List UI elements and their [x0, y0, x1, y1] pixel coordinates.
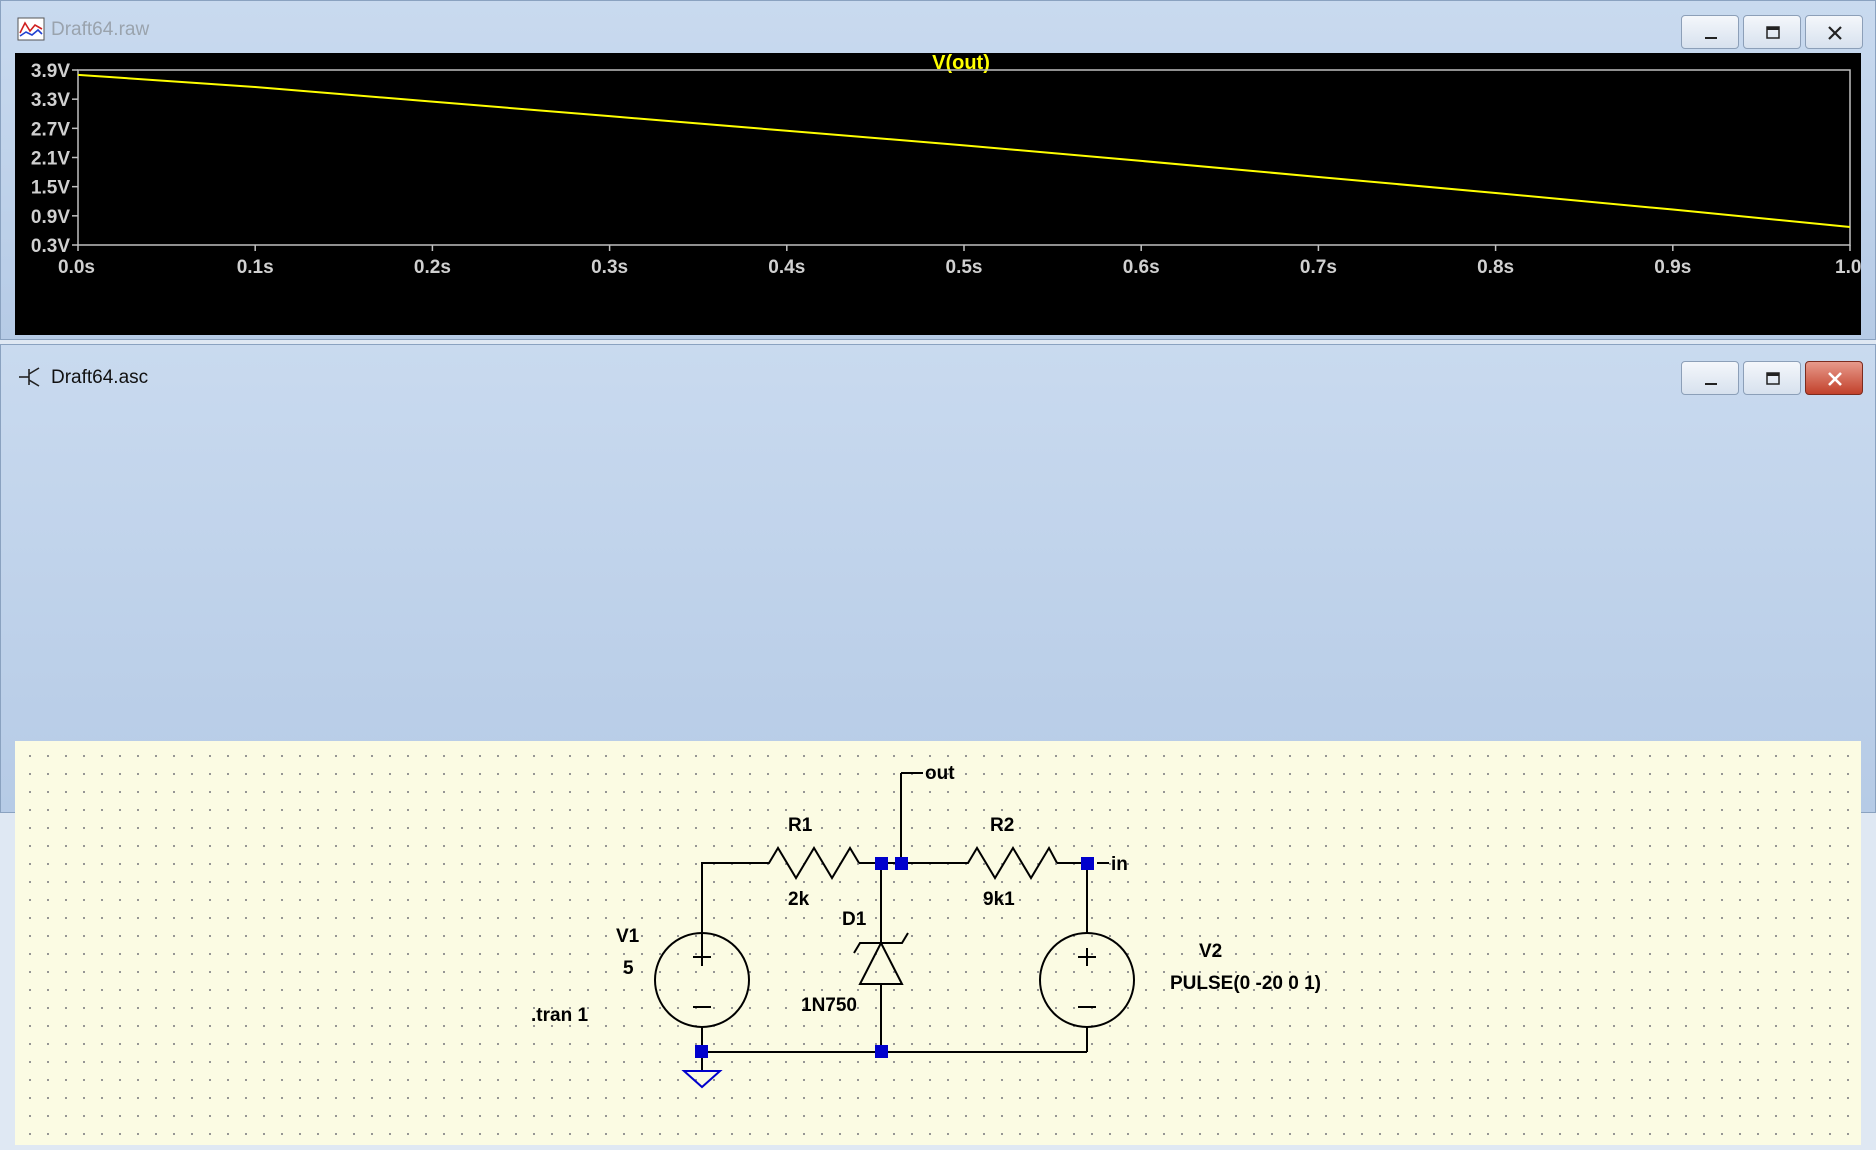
y-tick-label: 2.7V	[31, 119, 70, 140]
series-layer	[77, 73, 1851, 229]
maximize-button[interactable]	[1743, 15, 1801, 49]
maximize-icon	[1766, 26, 1780, 39]
waveform-plot-area[interactable]: V(out) 3.9V 3.3V 2.7V 2.1V 1.5V 0.9V 0.3V 0.0s…	[15, 52, 1872, 335]
close-button[interactable]	[1805, 15, 1863, 49]
close-button[interactable]	[1805, 361, 1863, 395]
r2-name[interactable]: R2	[990, 815, 1014, 836]
junction[interactable]	[1081, 857, 1094, 870]
junction[interactable]	[875, 857, 888, 870]
spice-directive[interactable]: .tran 1	[531, 1005, 588, 1026]
schematic-window: Draft64.asc	[0, 344, 1876, 1145]
y-tick-label: 0.9V	[31, 207, 70, 228]
r2-value[interactable]: 9k1	[983, 889, 1015, 910]
maximize-icon	[1766, 372, 1780, 385]
v2-value[interactable]: PULSE(0 -20 0 1)	[1170, 973, 1321, 994]
zener-diode-d1[interactable]	[853, 931, 909, 985]
x-tick-label: 1.0s	[1835, 257, 1861, 278]
window-title: Draft64.asc	[51, 367, 149, 388]
plot-frame	[77, 69, 1851, 246]
x-tick-label: 0.9s	[1654, 257, 1691, 278]
d1-value[interactable]: 1N750	[801, 995, 857, 1016]
voltage-source-v1[interactable]	[654, 910, 750, 1028]
series-line[interactable]	[77, 73, 1851, 229]
resistor-r1[interactable]	[760, 846, 860, 880]
junction[interactable]	[875, 1045, 888, 1058]
y-tick-label: 3.9V	[31, 61, 70, 82]
y-tick-label: 3.3V	[31, 90, 70, 111]
x-tick-label: 0.5s	[946, 257, 983, 278]
chart-title[interactable]: V(out)	[932, 52, 990, 74]
x-tick-label: 0.2s	[414, 257, 451, 278]
v2-name[interactable]: V2	[1199, 941, 1222, 962]
r1-name[interactable]: R1	[788, 815, 813, 836]
maximize-button[interactable]	[1743, 361, 1801, 395]
junction[interactable]	[695, 1045, 708, 1058]
y-tick-label: 2.1V	[31, 149, 70, 170]
waveform-window-titlebar[interactable]: Draft64.raw	[1, 1, 1875, 53]
d1-name[interactable]: D1	[842, 909, 867, 930]
minimize-button[interactable]	[1681, 15, 1739, 49]
v1-name[interactable]: V1	[616, 926, 640, 947]
x-tick-label: 0.7s	[1300, 257, 1337, 278]
voltage-source-v2[interactable]	[1039, 932, 1135, 1028]
y-axis: 3.9V 3.3V 2.7V 2.1V 1.5V 0.9V 0.3V	[31, 61, 78, 257]
x-tick-label: 0.6s	[1123, 257, 1160, 278]
window-title: Draft64.raw	[51, 19, 150, 40]
x-tick-label: 0.3s	[591, 257, 628, 278]
x-tick-label: 0.4s	[768, 257, 805, 278]
x-tick-label: 0.1s	[237, 257, 274, 278]
y-tick-label: 1.5V	[31, 178, 70, 199]
waveform-window: Draft64.raw V(out) 3.9V 3.3V 2.7V 2.1V 1.5V 0…	[0, 0, 1876, 340]
minimize-button[interactable]	[1681, 361, 1739, 395]
schematic-drawing[interactable]: out in R1 2k R2 9k1 D1 1N750 V1 5 V2 PUL…	[15, 741, 1861, 1145]
ground-symbol[interactable]	[681, 1070, 723, 1089]
close-icon	[1828, 26, 1842, 40]
x-tick-label: 0.0s	[58, 257, 95, 278]
junction[interactable]	[895, 857, 908, 870]
x-axis: 0.0s 0.1s 0.2s 0.3s 0.4s 0.5s 0.6s 0.7s 0.8s 0.9s…	[58, 245, 1872, 278]
v1-value[interactable]: 5	[623, 958, 634, 979]
close-icon	[1828, 372, 1842, 386]
schematic-icon	[17, 365, 45, 394]
voltage-chart[interactable]: V(out) 3.9V 3.3V 2.7V 2.1V 1.5V 0.9V 0.3V 0.0s…	[15, 52, 1872, 335]
r1-value[interactable]: 2k	[788, 889, 810, 910]
net-label-out[interactable]: out	[925, 763, 955, 784]
minimize-icon	[1705, 37, 1717, 39]
y-tick-label: 0.3V	[31, 236, 70, 257]
waveform-icon	[17, 15, 45, 48]
schematic-window-titlebar[interactable]: Draft64.asc	[1, 345, 1875, 397]
resistor-r2[interactable]	[959, 845, 1058, 880]
schematic-canvas[interactable]: out in R1 2k R2 9k1 D1 1N750 V1 5 V2 PUL…	[15, 741, 1861, 1145]
minimize-icon	[1705, 383, 1717, 385]
wires[interactable]	[701, 772, 1109, 1071]
net-label-in[interactable]: in	[1111, 854, 1128, 875]
junctions[interactable]	[695, 857, 1094, 1058]
x-tick-label: 0.8s	[1477, 257, 1514, 278]
